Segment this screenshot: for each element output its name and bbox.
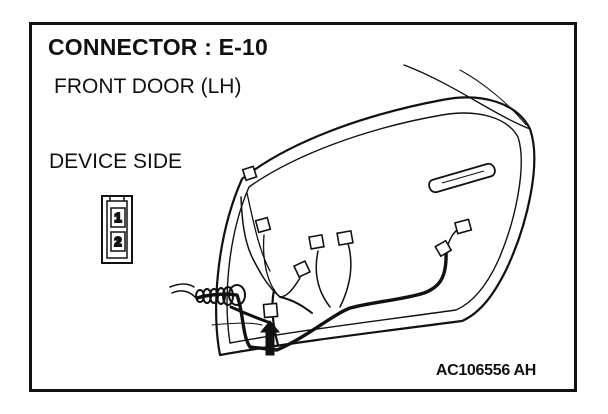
pin-2-cavity (110, 231, 126, 252)
pin-1-number: 1 (114, 210, 121, 225)
location-label: FRONT DOOR (LH) (54, 75, 242, 98)
connector-right-1 (453, 218, 473, 235)
connector-mid-1 (308, 233, 325, 250)
door-handle (428, 162, 496, 194)
connector-upper-left (254, 216, 272, 234)
harness-connectors (241, 165, 473, 319)
connector-face: 1 2 (101, 195, 133, 264)
connector-e10 (262, 302, 279, 319)
harness-grommet (195, 284, 246, 306)
connector-mid-3 (292, 259, 312, 279)
view-side-label: DEVICE SIDE (49, 150, 183, 173)
door-harness-illustration: 1 2 (101, 64, 536, 357)
door-outline (211, 64, 536, 357)
diagram-frame: 1 2 (29, 22, 577, 392)
connector-pointer-arrow (259, 320, 281, 356)
wiring-harness (169, 192, 465, 352)
connector-mid-2 (336, 229, 354, 247)
figure-code: AC106556 AH (435, 362, 536, 379)
clip-top (241, 165, 258, 182)
connector-right-2 (434, 239, 453, 258)
pin-2-number: 2 (114, 234, 121, 249)
connector-title: CONNECTOR : E-10 (48, 34, 269, 60)
pin-1-cavity (110, 207, 126, 228)
